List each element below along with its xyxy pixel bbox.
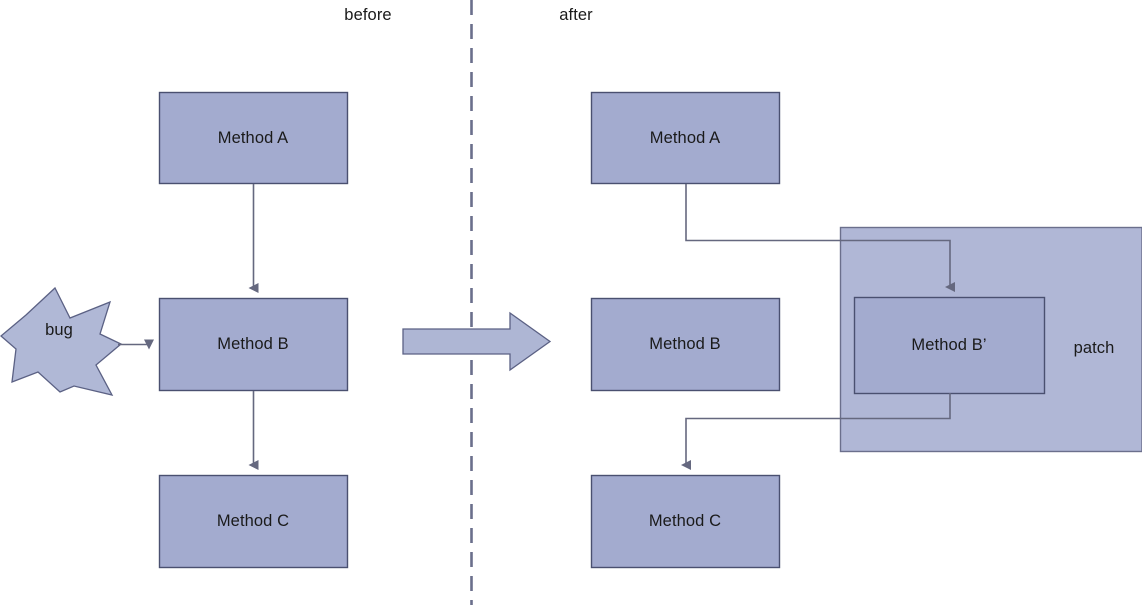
node-label-method-b-before: Method B [217, 334, 289, 353]
node-label-method-c-before: Method C [216, 511, 290, 530]
node-label-method-b-after: Method B [649, 334, 721, 353]
bug-star-icon [0, 286, 123, 396]
node-label-method-b-prime: Method B’ [911, 335, 987, 354]
node-method-a-after[interactable] [590, 91, 781, 185]
node-method-b-before[interactable] [158, 297, 349, 392]
node-method-c-after[interactable] [590, 474, 781, 569]
node-method-b-after[interactable] [590, 297, 781, 392]
section-title-before: before [344, 6, 392, 24]
edge-a-to-bprime [685, 184, 955, 292]
bug-label: bug [45, 320, 73, 339]
node-label-method-c-after: Method C [648, 511, 722, 530]
transition-arrow-icon [402, 311, 552, 372]
node-method-c-before[interactable] [158, 474, 349, 569]
patch-label: patch [1073, 338, 1115, 357]
node-method-b-prime[interactable] [853, 296, 1046, 395]
edge-bprime-to-c [681, 393, 951, 470]
node-method-a-before[interactable] [158, 91, 349, 185]
node-label-method-a-before: Method A [217, 128, 289, 147]
node-label-method-a-after: Method A [649, 128, 721, 147]
section-title-after: after [559, 6, 593, 24]
